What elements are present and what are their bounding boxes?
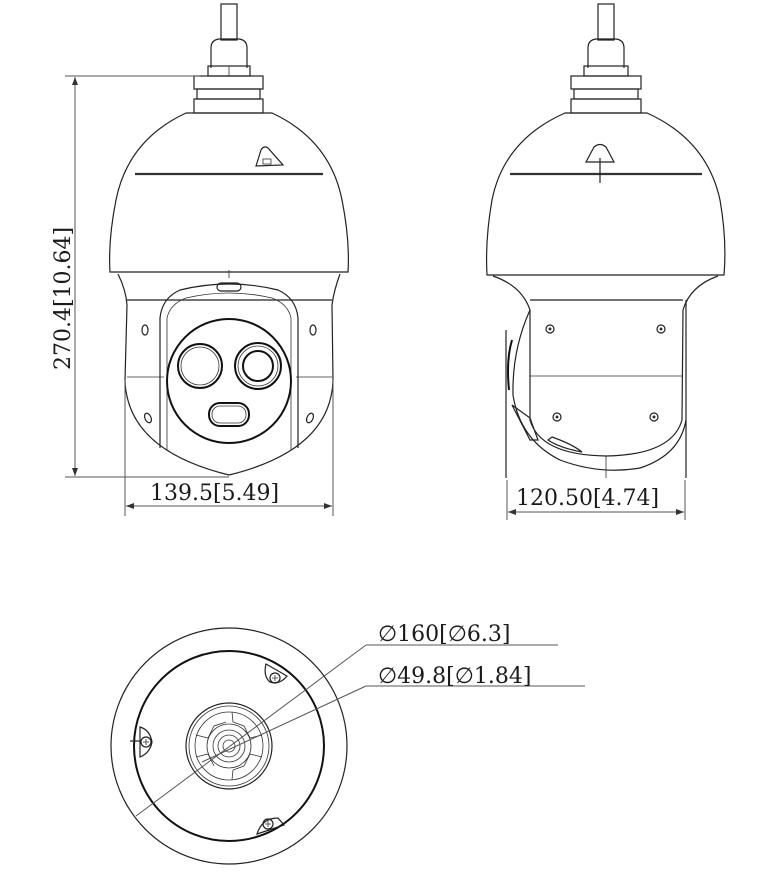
inner-diameter-label: ∅49.8[∅1.84] xyxy=(378,664,531,689)
front-width-label: 139.5[5.49] xyxy=(150,481,279,506)
height-label: 270.4[10.64] xyxy=(51,227,76,370)
front-width-dimension: 139.5[5.49] xyxy=(124,380,334,516)
bottom-view xyxy=(110,627,585,865)
side-view xyxy=(485,3,726,478)
height-dimension: 270.4[10.64] xyxy=(51,75,229,478)
side-depth-dimension: 120.50[4.74] xyxy=(506,480,686,520)
side-depth-label: 120.50[4.74] xyxy=(516,486,659,511)
screw-icon xyxy=(130,663,288,835)
screw-icon xyxy=(545,324,666,422)
outer-diameter-label: ∅160[∅6.3] xyxy=(378,622,510,647)
front-view xyxy=(109,3,349,476)
